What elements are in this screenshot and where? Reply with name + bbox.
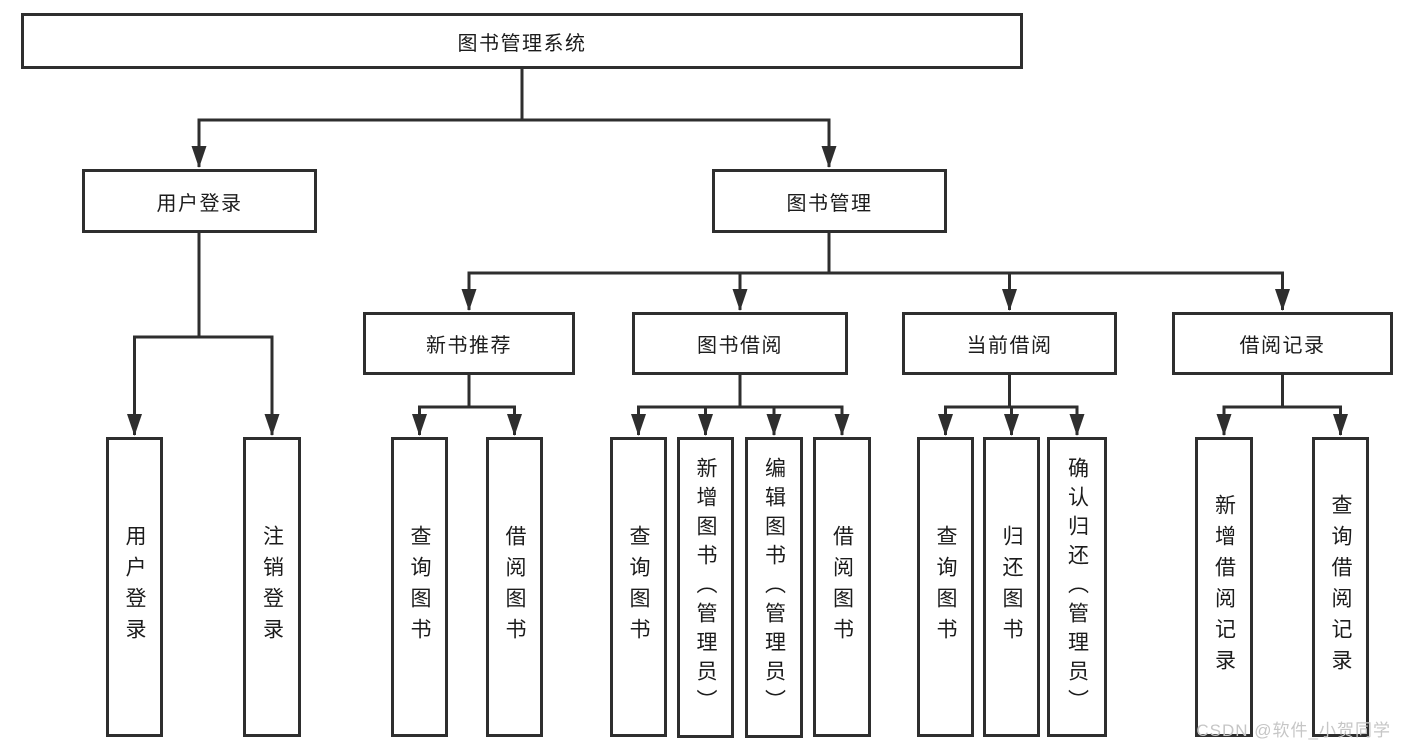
leaf-query-borrow-record: 查询借阅记录 — [1312, 437, 1369, 737]
leaf-borrowing-query-books-label: 查询图书 — [627, 525, 650, 649]
node-user-login-module-label: 用户登录 — [156, 192, 243, 215]
leaf-current-query-books: 查询图书 — [917, 437, 974, 737]
connector-newbooks-to-leaves — [412, 374, 522, 436]
leaf-newbooks-borrow-books: 借阅图书 — [486, 437, 543, 737]
leaf-add-book-admin: 新增图书（管理员） — [677, 437, 734, 738]
node-book-management-module-label: 图书管理 — [786, 192, 873, 215]
node-book-borrowing-label: 图书借阅 — [697, 335, 783, 357]
leaf-add-borrow-record: 新增借阅记录 — [1195, 437, 1253, 737]
connector-records-to-leaves — [1216, 374, 1348, 436]
leaf-edit-book-admin-label: 编辑图书（管理员） — [762, 457, 786, 718]
leaf-borrowing-borrow-books-label: 借阅图书 — [830, 525, 854, 649]
node-new-book-recommend: 新书推荐 — [363, 312, 575, 375]
connector-userlogin-to-leaves — [127, 232, 280, 436]
leaf-newbooks-query-books: 查询图书 — [391, 437, 448, 737]
leaf-confirm-return-admin: 确认归还（管理员） — [1047, 437, 1107, 737]
node-current-borrowing-label: 当前借阅 — [966, 335, 1053, 357]
leaf-newbooks-borrow-books-label: 借阅图书 — [503, 525, 526, 649]
node-borrowing-records: 借阅记录 — [1172, 312, 1393, 375]
node-book-borrowing: 图书借阅 — [632, 312, 848, 375]
leaf-borrowing-borrow-books: 借阅图书 — [813, 437, 871, 737]
leaf-return-books-label: 归还图书 — [1000, 525, 1023, 649]
leaf-user-login: 用户登录 — [106, 437, 163, 737]
node-library-system-root-label: 图书管理系统 — [457, 32, 587, 55]
leaf-add-book-admin-label: 新增图书（管理员） — [694, 457, 717, 718]
connector-current-to-leaves — [938, 374, 1085, 436]
node-book-management-module: 图书管理 — [712, 169, 947, 233]
connector-root-to-level2 — [191, 68, 837, 168]
leaf-query-borrow-record-label: 查询借阅记录 — [1329, 494, 1352, 680]
leaf-newbooks-query-books-label: 查询图书 — [408, 525, 431, 649]
leaf-user-login-label: 用户登录 — [123, 525, 146, 649]
node-new-book-recommend-label: 新书推荐 — [426, 335, 512, 357]
node-borrowing-records-label: 借阅记录 — [1239, 335, 1326, 357]
leaf-return-books: 归还图书 — [983, 437, 1040, 737]
connector-bookmgmt-to-level3 — [461, 232, 1290, 311]
leaf-edit-book-admin: 编辑图书（管理员） — [745, 437, 803, 738]
leaf-borrowing-query-books: 查询图书 — [610, 437, 667, 737]
leaf-logout-label: 注销登录 — [260, 525, 284, 649]
connector-borrowing-to-leaves — [631, 374, 850, 436]
leaf-confirm-return-admin-label: 确认归还（管理员） — [1065, 456, 1089, 718]
node-current-borrowing: 当前借阅 — [902, 312, 1117, 375]
leaf-logout: 注销登录 — [243, 437, 301, 737]
leaf-add-borrow-record-label: 新增借阅记录 — [1212, 494, 1236, 680]
csdn-watermark: CSDN @软件_小贺同学 — [1196, 721, 1391, 740]
node-library-system-root: 图书管理系统 — [21, 13, 1023, 69]
leaf-current-query-books-label: 查询图书 — [934, 525, 957, 649]
node-user-login-module: 用户登录 — [82, 169, 317, 233]
